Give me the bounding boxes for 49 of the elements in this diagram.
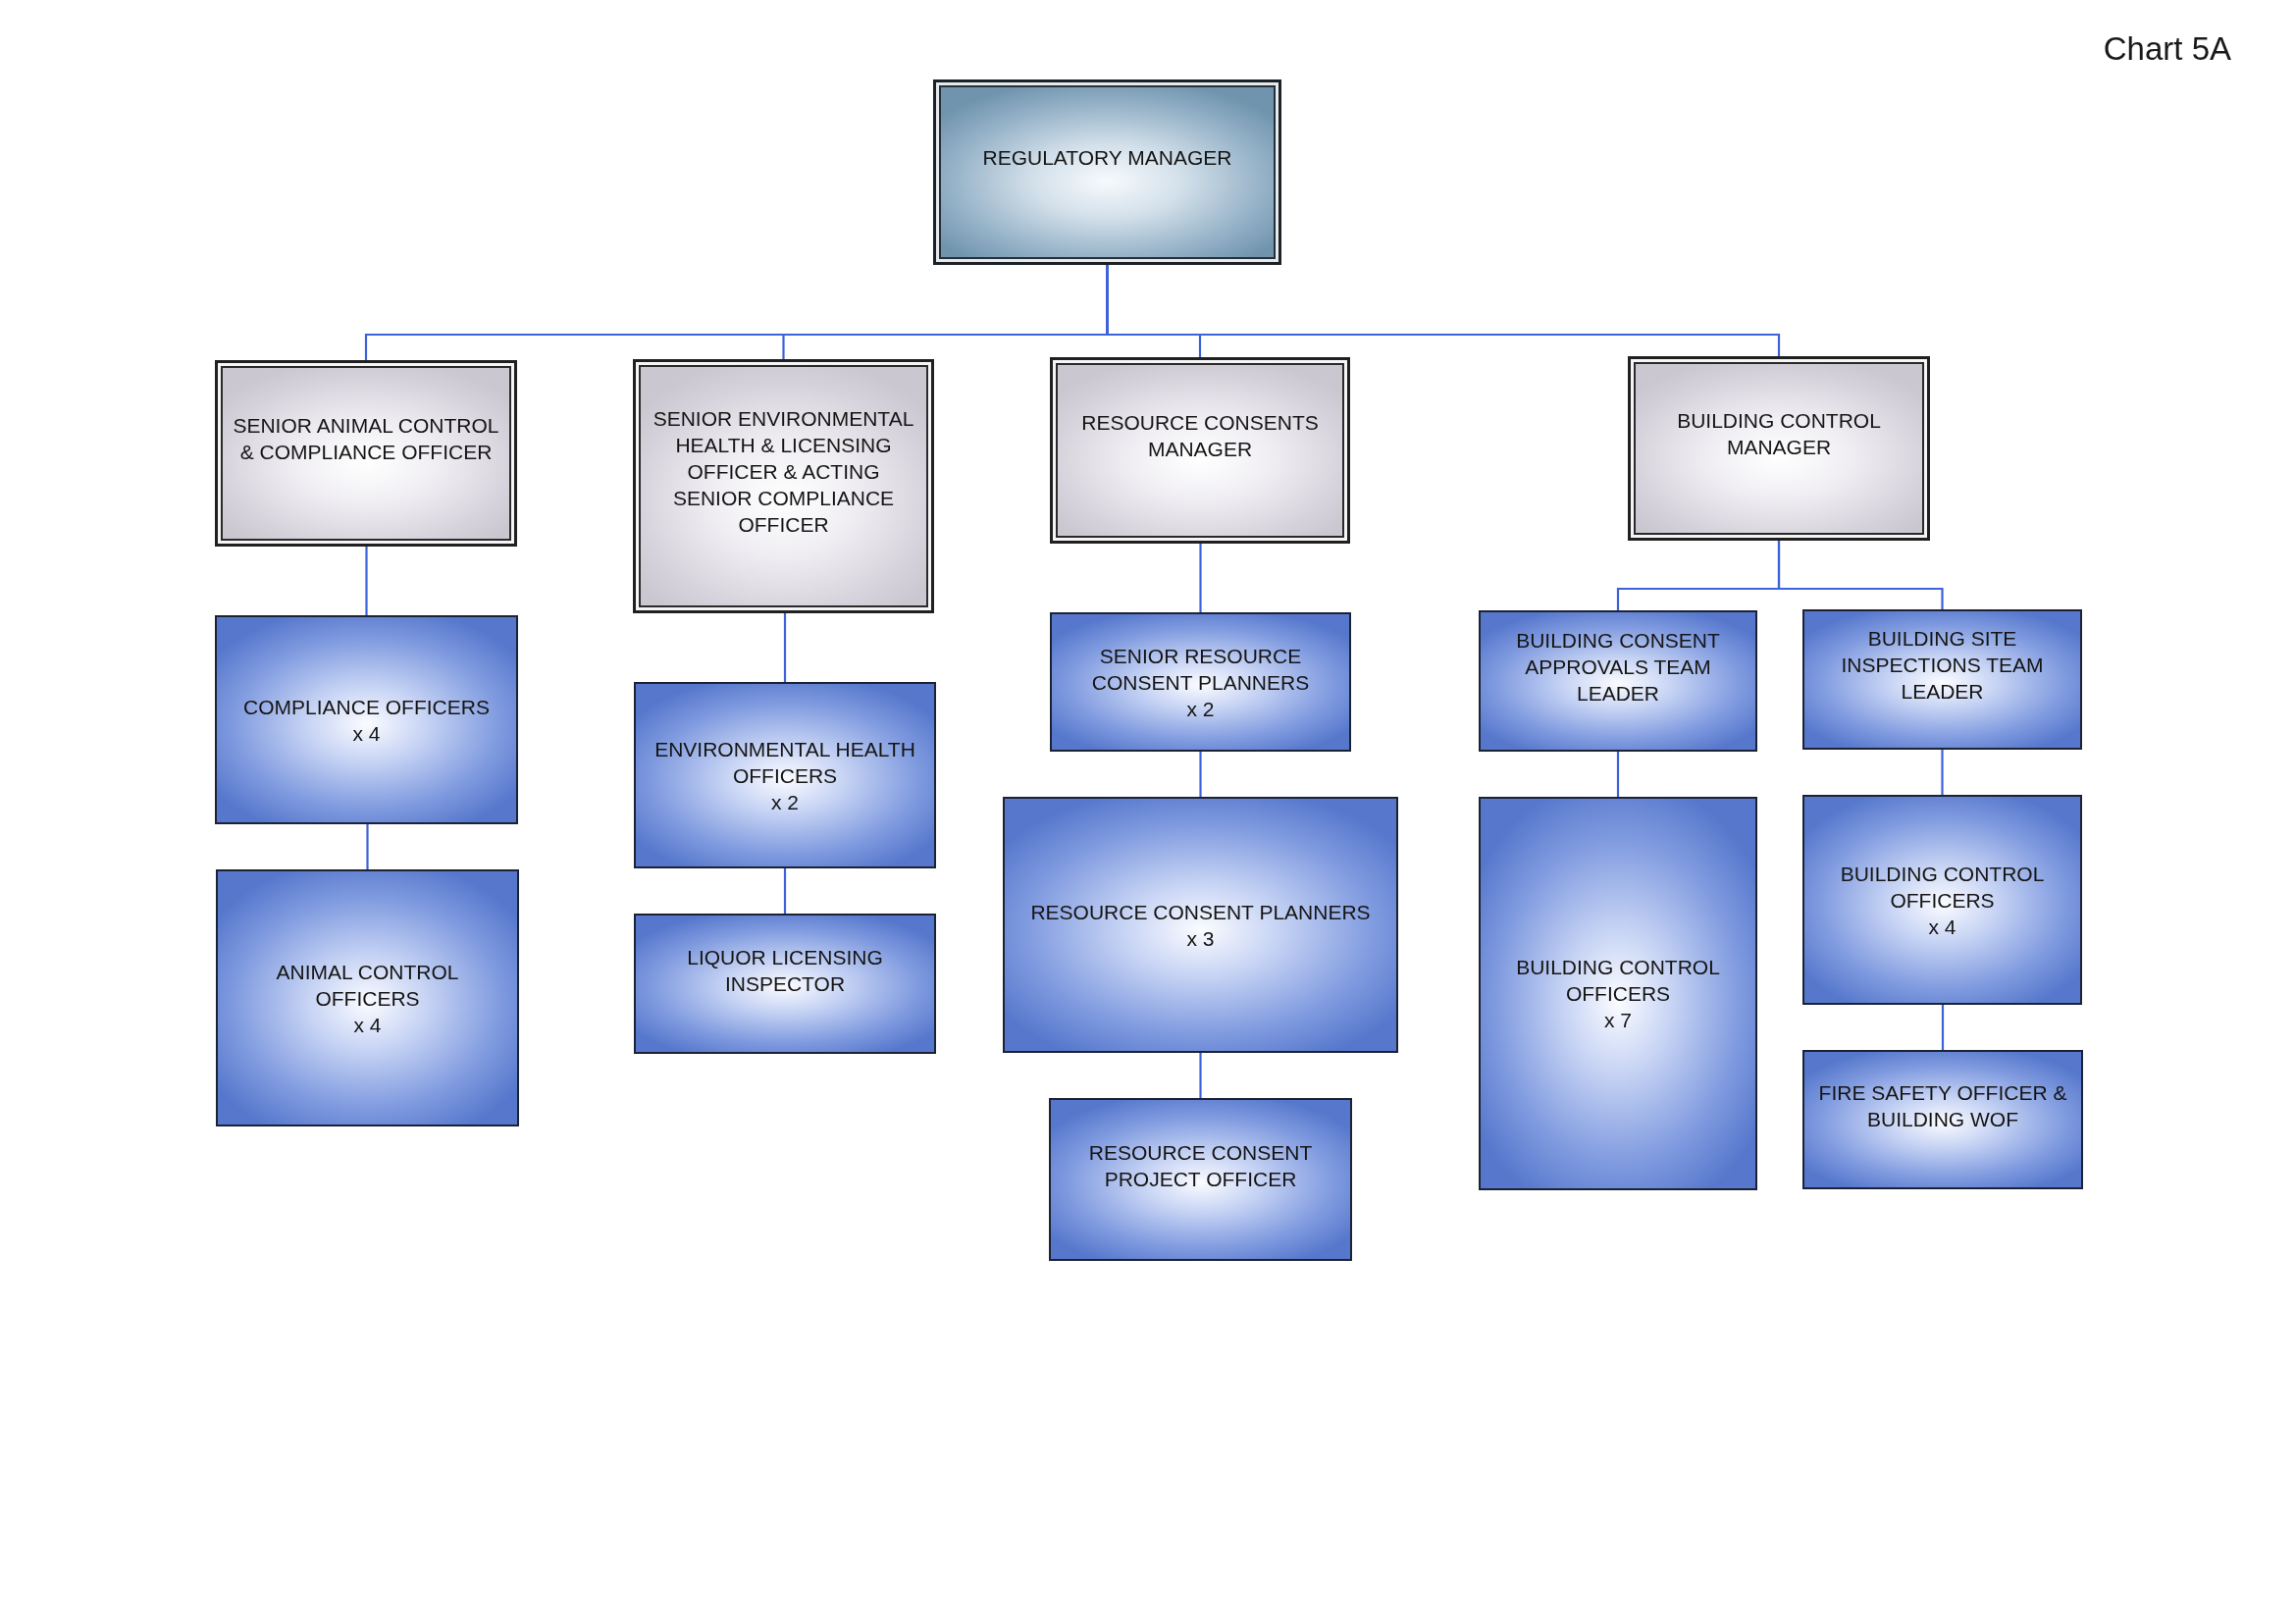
role-title: RESOURCE CONSENT PLANNERS	[1030, 899, 1371, 925]
connector-line	[1199, 544, 1202, 612]
staff-count: x 2	[771, 789, 799, 815]
role-title: REGULATORY MANAGER	[982, 145, 1232, 171]
manager-role-box	[1628, 356, 1930, 541]
connector-line	[783, 613, 787, 682]
role-title: BUILDING CONTROL MANAGER	[1676, 408, 1882, 460]
connector-line	[1199, 752, 1202, 797]
staff-count: x 4	[353, 1012, 382, 1038]
staff-count: x 4	[352, 720, 381, 747]
staff-role-box	[1802, 795, 2082, 1005]
staff-role-box	[1802, 1050, 2083, 1189]
staff-role-box	[216, 869, 519, 1126]
role-title: SENIOR ANIMAL CONTROL & COMPLIANCE OFFICER	[232, 413, 500, 465]
staff-role-box	[1802, 609, 2082, 750]
connector-line	[1199, 1053, 1202, 1098]
manager-role-box	[933, 79, 1281, 265]
manager-role-box	[215, 360, 517, 547]
role-title: BUILDING CONSENT APPROVALS TEAM LEADER	[1515, 627, 1721, 707]
staff-count: x 7	[1604, 1008, 1632, 1033]
manager-role-box	[633, 359, 934, 613]
role-title: COMPLIANCE OFFICERS	[243, 694, 490, 720]
manager-role-box	[1050, 357, 1350, 544]
connector-line	[1616, 752, 1620, 797]
staff-count: x 3	[1186, 925, 1215, 952]
connector-line	[366, 824, 369, 869]
connector-line	[365, 547, 368, 615]
role-title: LIQUOR LICENSING INSPECTOR	[686, 944, 884, 997]
staff-role-box	[215, 615, 518, 824]
staff-role-box	[634, 682, 936, 868]
role-title: BUILDING SITE INSPECTIONS TEAM LEADER	[1840, 626, 2045, 705]
connector-line	[783, 868, 787, 914]
staff-role-box	[1003, 797, 1398, 1053]
connector-line	[1106, 265, 1781, 356]
role-title: SENIOR ENVIRONMENTAL HEALTH & LICENSING OFFICER & ACTING SENIOR COMPLIANCE OFFICER	[652, 406, 915, 538]
connector-line	[1941, 1005, 1945, 1050]
role-title: RESOURCE CONSENT PROJECT OFFICER	[1087, 1140, 1314, 1192]
staff-role-box	[1050, 612, 1351, 752]
chart-title: Chart 5A	[2103, 30, 2231, 68]
staff-count: x 4	[1928, 914, 1957, 940]
staff-count: x 2	[1186, 696, 1215, 722]
role-title: RESOURCE CONSENTS MANAGER	[1080, 410, 1320, 462]
connector-line	[1941, 750, 1944, 795]
staff-role-box	[1479, 610, 1757, 752]
staff-role-box	[1049, 1098, 1352, 1261]
staff-role-box	[1479, 797, 1757, 1190]
connector-line	[1777, 541, 1944, 609]
role-title: FIRE SAFETY OFFICER & BUILDING WOF	[1817, 1080, 2068, 1132]
staff-role-box	[634, 914, 936, 1054]
